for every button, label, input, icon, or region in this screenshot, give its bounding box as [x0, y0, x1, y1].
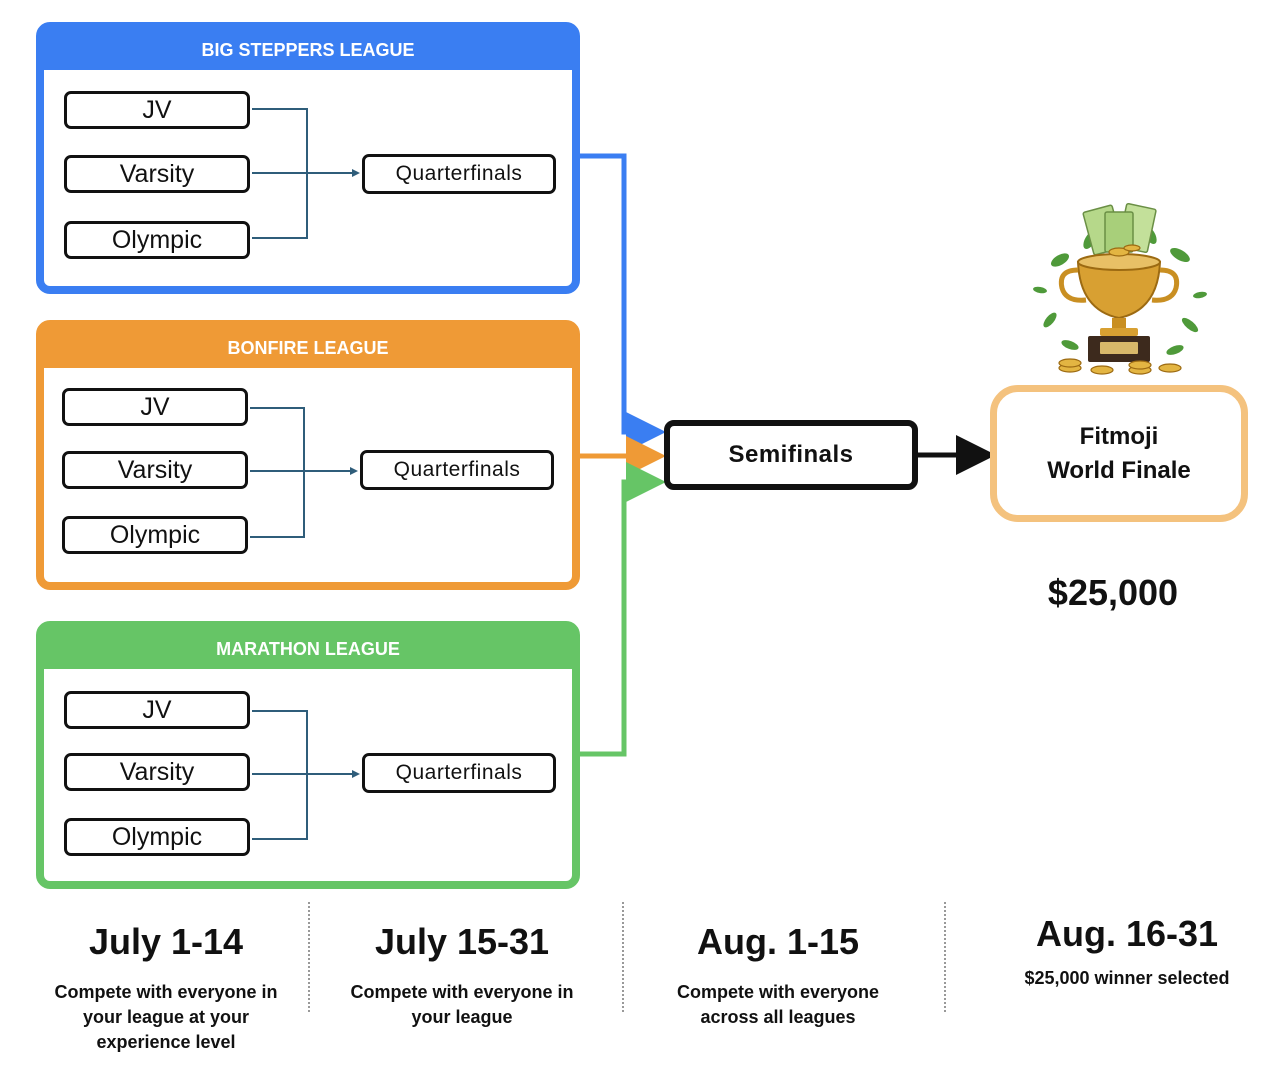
league-title: BIG STEPPERS LEAGUE — [44, 30, 572, 70]
prize-amount: $25,000 — [1047, 572, 1179, 613]
tier-olympic: Olympic — [64, 221, 250, 259]
league-title: MARATHON LEAGUE — [44, 629, 572, 669]
trophy-with-money-icon — [1033, 202, 1207, 375]
timeline-date: Aug. 16-31 — [1035, 913, 1219, 954]
quarterfinals-box: Quarterfinals — [360, 450, 554, 490]
tier-varsity: Varsity — [64, 155, 250, 193]
timeline-period-4: Aug. 16-31 $25,000 winner selected — [990, 910, 1264, 991]
timeline-divider — [944, 902, 946, 1012]
tier-jv: JV — [62, 388, 248, 426]
timeline-date: Aug. 1-15 — [696, 921, 860, 962]
timeline-period-1: July 1-14 Compete with everyone in your … — [38, 918, 294, 1055]
tier-olympic: Olympic — [62, 516, 248, 554]
semifinals-box: Semifinals — [664, 420, 918, 490]
tier-olympic: Olympic — [64, 818, 250, 856]
quarterfinals-box: Quarterfinals — [362, 753, 556, 793]
timeline-description: $25,000 winner selected — [1024, 968, 1230, 988]
timeline-description: Compete with everyone in your league at … — [54, 982, 278, 1052]
league-marathon: MARATHON LEAGUE JV Varsity Olympic Quart… — [36, 621, 580, 889]
timeline-divider — [622, 902, 624, 1012]
league-big-steppers: BIG STEPPERS LEAGUE JV Varsity Olympic Q… — [36, 22, 580, 294]
timeline-date: July 1-14 — [88, 921, 244, 962]
timeline-period-3: Aug. 1-15 Compete with everyone across a… — [650, 918, 906, 1030]
world-finale-box: Fitmoji World Finale — [990, 385, 1248, 522]
tier-varsity: Varsity — [62, 451, 248, 489]
league-bonfire: BONFIRE LEAGUE JV Varsity Olympic Quarte… — [36, 320, 580, 590]
timeline-description: Compete with everyone across all leagues — [676, 982, 880, 1027]
finale-title-line1: Fitmoji — [1079, 422, 1159, 450]
timeline-divider — [308, 902, 310, 1012]
finale-title-line2: World Finale — [1047, 456, 1191, 484]
tier-varsity: Varsity — [64, 753, 250, 791]
tier-jv: JV — [64, 691, 250, 729]
quarterfinals-box: Quarterfinals — [362, 154, 556, 194]
blue-league-arrow — [572, 153, 666, 452]
timeline-date: July 15-31 — [374, 921, 550, 962]
timeline-period-2: July 15-31 Compete with everyone in your… — [334, 918, 590, 1030]
green-league-arrow — [576, 462, 666, 757]
league-title: BONFIRE LEAGUE — [44, 328, 572, 368]
timeline-description: Compete with everyone in your league — [350, 982, 574, 1027]
tier-jv: JV — [64, 91, 250, 129]
